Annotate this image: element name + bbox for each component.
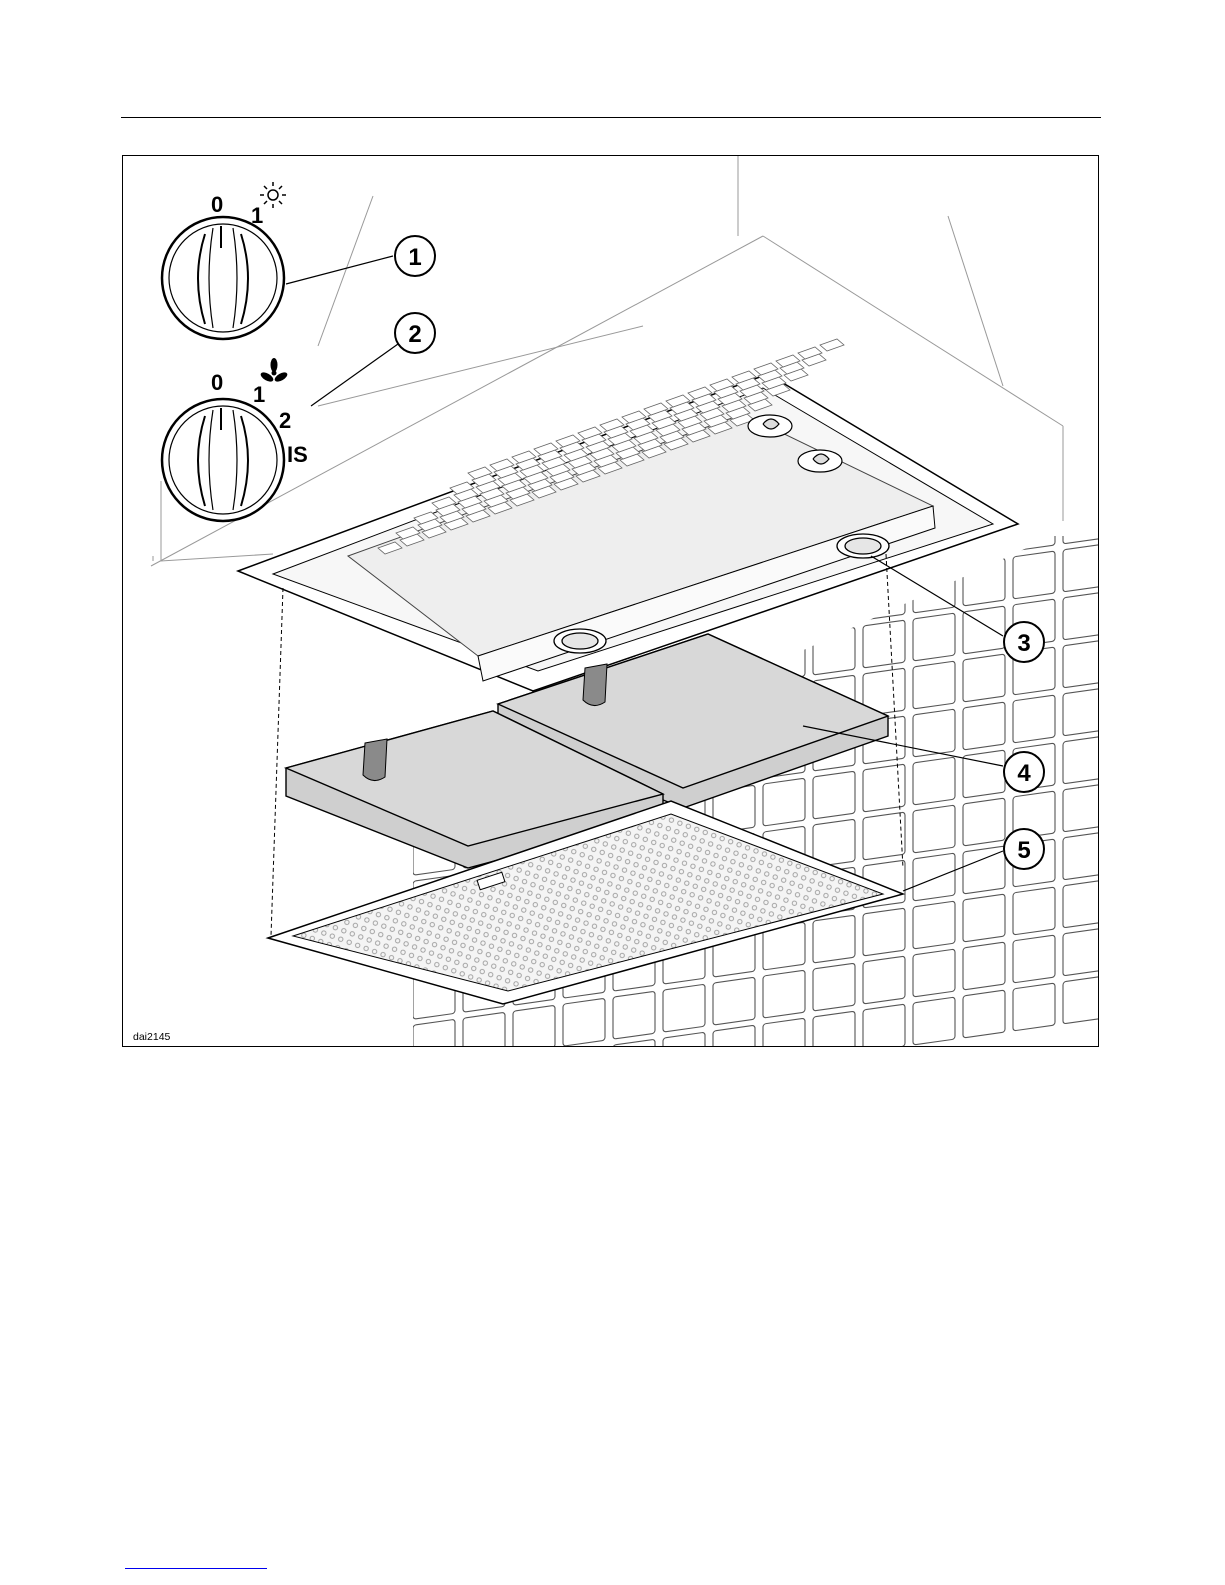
- wall-tile: [863, 620, 905, 668]
- wall-tile: [1013, 503, 1055, 551]
- wall-tile: [1063, 928, 1099, 976]
- wall-tile: [1013, 935, 1055, 983]
- wall-tile: [813, 915, 855, 963]
- wall-tile: [913, 565, 955, 613]
- wall-tile: [963, 894, 1005, 942]
- svg-text:1: 1: [408, 244, 421, 271]
- wall-tile: [913, 805, 955, 853]
- wall-tile: [963, 606, 1005, 654]
- callout-3: 3: [1004, 622, 1044, 662]
- callout-2: 2: [395, 313, 435, 353]
- wall-tile: [1063, 592, 1099, 640]
- hood-diagram-figure: 0 1 0 1 2 IS: [122, 155, 1099, 1047]
- light-knob-mark-1: 1: [251, 203, 263, 228]
- wall-tile: [963, 798, 1005, 846]
- fan-knob: 0 1 2 IS: [162, 358, 308, 521]
- wall-tile: [663, 984, 705, 1032]
- header-rule: [121, 117, 1101, 118]
- fan-knob-mark-is: IS: [287, 442, 308, 467]
- wall-tile: [563, 1046, 605, 1047]
- wall-tile: [963, 558, 1005, 606]
- wall-tile: [1013, 887, 1055, 935]
- wall-tile: [913, 853, 955, 901]
- wall-tile: [863, 1004, 905, 1047]
- callout-5: 5: [1004, 829, 1044, 869]
- wall-tile: [913, 949, 955, 997]
- wall-tile: [1013, 551, 1055, 599]
- wall-tile: [1013, 695, 1055, 743]
- wall-tile: [963, 942, 1005, 990]
- wall-tile: [513, 1005, 555, 1047]
- fan-knob-mark-1: 1: [253, 382, 265, 407]
- wall-tile: [963, 654, 1005, 702]
- wall-tile: [1063, 976, 1099, 1024]
- fan-knob-mark-0: 0: [211, 370, 223, 395]
- wall-tile: [763, 970, 805, 1018]
- wall-tile: [863, 572, 905, 620]
- wall-tile: [1063, 688, 1099, 736]
- wall-tile: [713, 1025, 755, 1047]
- wall-tile: [613, 991, 655, 1039]
- wall-tile: [913, 757, 955, 805]
- wall-tile: [813, 1011, 855, 1047]
- light-knob-mark-0: 0: [211, 192, 223, 217]
- wall-tile: [813, 771, 855, 819]
- light-knob: 0 1: [162, 182, 286, 339]
- wall-tile: [663, 1032, 705, 1047]
- wall-tile: [1063, 544, 1099, 592]
- wall-tile: [1063, 640, 1099, 688]
- wall-tile: [463, 1012, 505, 1047]
- wall-tile: [863, 956, 905, 1004]
- wall-tile: [913, 901, 955, 949]
- wall-tile: [963, 750, 1005, 798]
- wall-tile: [813, 627, 855, 675]
- wall-tile: [413, 1019, 455, 1047]
- wall-tile: [1063, 832, 1099, 880]
- light-bulb-icon: [260, 182, 286, 208]
- callout-1: 1: [395, 236, 435, 276]
- wall-tile: [963, 990, 1005, 1038]
- wall-tile: [913, 997, 955, 1045]
- grille-slot: [820, 339, 844, 351]
- figure-code: dai2145: [133, 1031, 170, 1043]
- wall-tile: [963, 702, 1005, 750]
- wall-tile: [913, 613, 955, 661]
- footer-link-underline: [125, 1568, 267, 1569]
- wall-tile: [1063, 496, 1099, 544]
- grease-filter: [268, 801, 903, 1004]
- wall-tile: [1063, 784, 1099, 832]
- wall-tile: [763, 1018, 805, 1047]
- wall-tile: [613, 1039, 655, 1047]
- wall-tile: [863, 812, 905, 860]
- wall-tile: [763, 778, 805, 826]
- fan-knob-mark-2: 2: [279, 408, 291, 433]
- wall-tile: [563, 998, 605, 1046]
- wall-tile: [863, 908, 905, 956]
- wall-tile: [1013, 983, 1055, 1031]
- svg-text:2: 2: [408, 321, 421, 348]
- svg-text:4: 4: [1017, 760, 1031, 787]
- hood-diagram: 0 1 0 1 2 IS: [123, 156, 1099, 1047]
- wall-tile: [913, 661, 955, 709]
- wall-tile: [1063, 880, 1099, 928]
- callout-4: 4: [1004, 752, 1044, 792]
- wall-tile: [1063, 736, 1099, 784]
- fan-icon: [259, 358, 289, 384]
- wall-tile: [813, 963, 855, 1011]
- wall-tile: [1013, 455, 1055, 503]
- wall-tile: [713, 977, 755, 1025]
- svg-text:3: 3: [1017, 630, 1030, 657]
- wall-tile: [1063, 448, 1099, 496]
- svg-text:5: 5: [1017, 837, 1030, 864]
